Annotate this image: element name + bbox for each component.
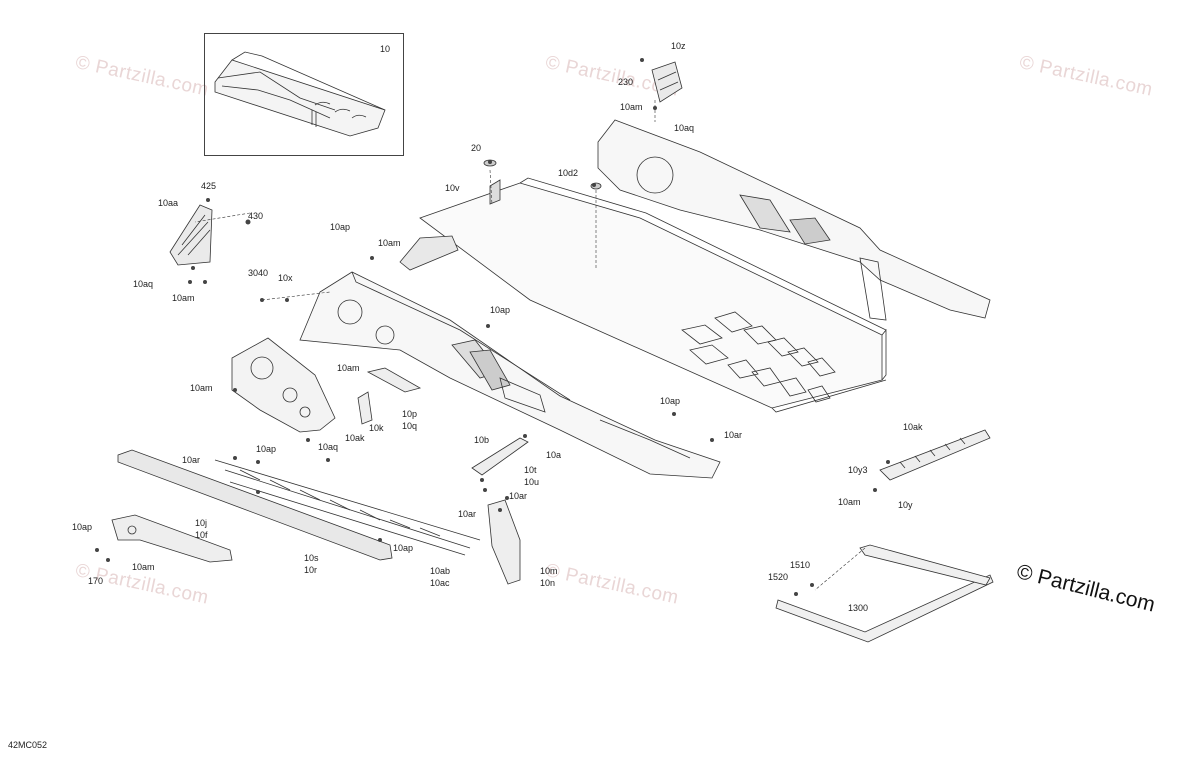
callout-10v: 10v (445, 183, 460, 193)
callout-10d2: 10d2 (558, 168, 579, 178)
callout-10ar: 10ar (182, 455, 201, 465)
callout-230: 230 (618, 77, 634, 87)
callout-425: 425 (201, 181, 217, 191)
callout-10am: 10am (172, 293, 195, 303)
callout-10am: 10am (132, 562, 155, 572)
bumper-1300 (775, 544, 994, 643)
callout-10u: 10u (524, 477, 540, 487)
bracket-10t (471, 437, 529, 476)
callout-10z: 10z (671, 41, 686, 51)
callout-10aq: 10aq (318, 442, 339, 452)
callout-10r: 10r (304, 565, 318, 575)
diagram-code: 42MC052 (8, 740, 48, 750)
plate-10ab (487, 499, 521, 585)
callout-10s: 10s (304, 553, 319, 563)
inset-callout: 10 (380, 44, 391, 54)
callout-10y: 10y (898, 500, 913, 510)
callout-10aq: 10aq (133, 279, 154, 289)
callout-10y3: 10y3 (848, 465, 868, 475)
callout-10am: 10am (337, 363, 360, 373)
callout-10x: 10x (278, 273, 293, 283)
callout-10am: 10am (190, 383, 213, 393)
bracket-10p (366, 367, 422, 393)
left-side-rail (299, 271, 721, 479)
callout-10j: 10j (195, 518, 208, 528)
callout-10ap: 10ap (330, 222, 351, 232)
tunnel-top-plate (399, 159, 887, 413)
callout-10ak: 10ak (903, 422, 923, 432)
callout-10ap: 10ap (256, 444, 277, 454)
callout-1510: 1510 (790, 560, 811, 570)
callout-10am: 10am (838, 497, 861, 507)
inset-frame (204, 33, 404, 156)
callout-10t: 10t (524, 465, 537, 475)
bracket-10k (357, 391, 373, 425)
callout-10ap: 10ap (490, 305, 511, 315)
hitch-10s (117, 449, 481, 561)
callout-10a: 10a (546, 450, 562, 460)
callout-10ap: 10ap (393, 543, 414, 553)
callout-10p: 10p (402, 409, 418, 419)
callout-10am: 10am (620, 102, 643, 112)
fasteners (95, 58, 890, 596)
callout-10ar: 10ar (509, 491, 528, 501)
callout-10k: 10k (369, 423, 384, 433)
callout-10aq: 10aq (674, 123, 695, 133)
inset-tunnel-assembly (214, 51, 386, 137)
callout-10aa: 10aa (158, 198, 179, 208)
callout-430: 430 (248, 211, 264, 221)
callout-10am: 10am (378, 238, 401, 248)
rail-10y (879, 429, 991, 481)
callout-10f: 10f (195, 530, 208, 540)
callout-10ac: 10ac (430, 578, 450, 588)
callout-10ap: 10ap (72, 522, 93, 532)
callout-10ak: 10ak (345, 433, 365, 443)
leader-lines (194, 100, 866, 591)
callout-10m: 10m (540, 566, 558, 576)
callout-10b: 10b (474, 435, 490, 445)
callout-10q: 10q (402, 421, 418, 431)
bracket-10aa (169, 204, 213, 266)
callout-170: 170 (88, 576, 104, 586)
left-side-plate (231, 337, 336, 433)
callout-1300: 1300 (848, 603, 869, 613)
callout-20: 20 (471, 143, 482, 153)
bracket-10j (111, 514, 233, 563)
callout-1520: 1520 (768, 572, 789, 582)
callout-3040: 3040 (248, 268, 269, 278)
callout-10ap: 10ap (660, 396, 681, 406)
callout-10ab: 10ab (430, 566, 451, 576)
callout-10ar: 10ar (458, 509, 477, 519)
right-side-rail (597, 119, 991, 321)
callout-10n: 10n (540, 578, 556, 588)
bracket-10z (651, 61, 683, 103)
callout-10ar: 10ar (724, 430, 743, 440)
